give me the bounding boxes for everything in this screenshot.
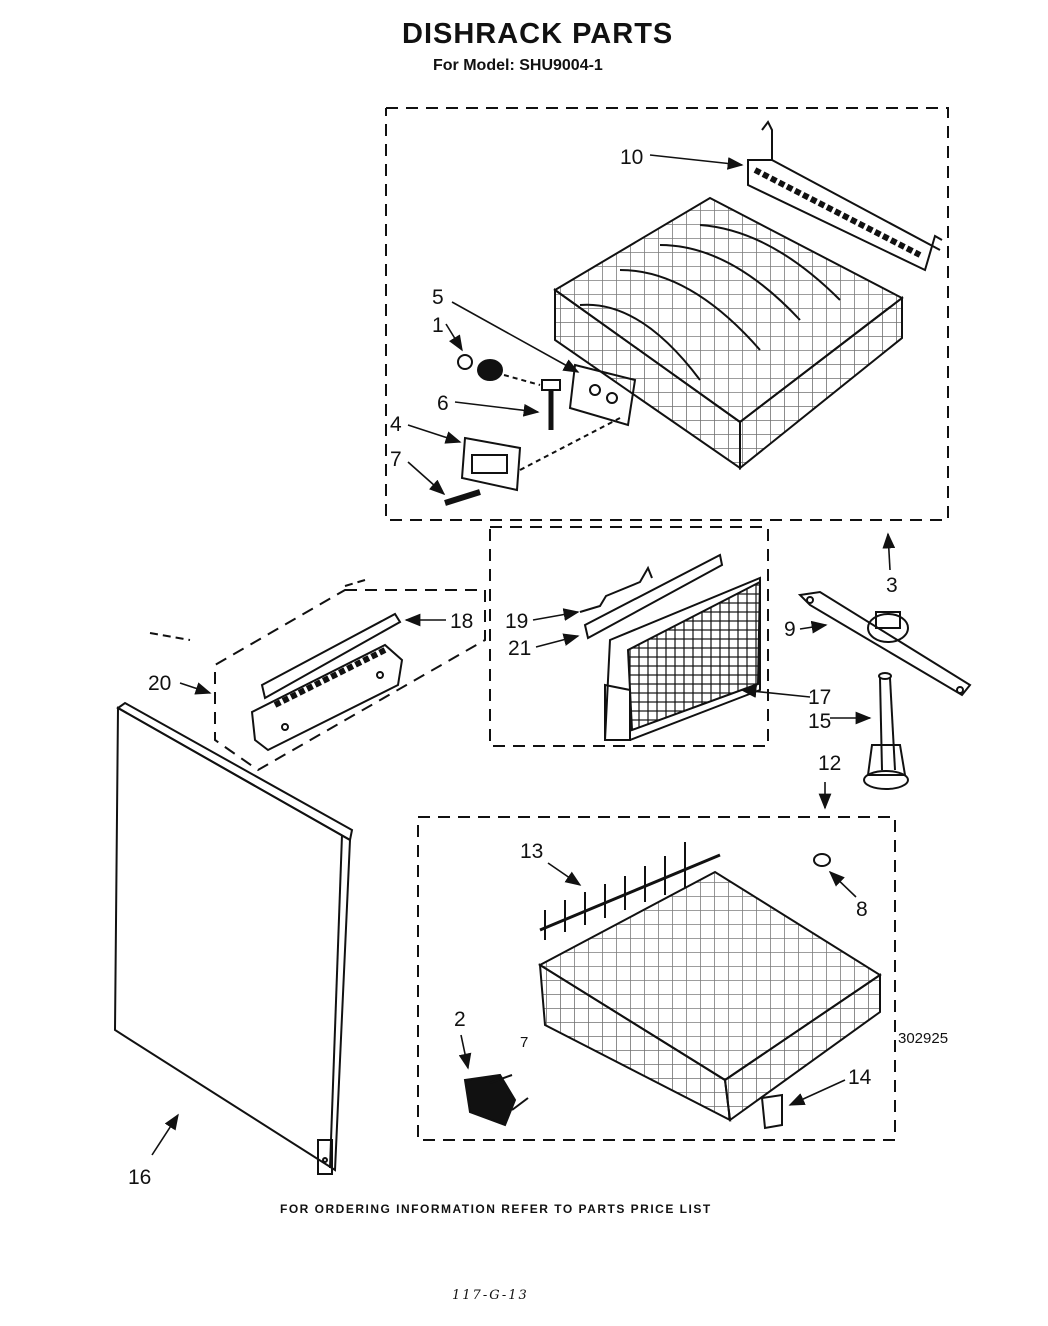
callout-5: 5: [432, 286, 444, 309]
lower-rack-small-parts: [463, 853, 831, 1130]
callout-3: 3: [886, 574, 898, 597]
page-title: DISHRACK PARTS: [402, 18, 674, 50]
callout-7: 7: [390, 448, 402, 471]
silverware-basket: [579, 553, 762, 741]
rack-rail-assembly: [149, 579, 404, 752]
rack-adjuster-hardware: [444, 354, 637, 506]
callout-18: 18: [450, 610, 473, 633]
callout-9: 9: [784, 618, 796, 641]
rail-group-box: [214, 589, 486, 772]
callout-19: 19: [505, 610, 528, 633]
ordering-info-note: FOR ORDERING INFORMATION REFER TO PARTS …: [280, 1202, 712, 1216]
callout-2: 2: [454, 1008, 466, 1031]
spray-tube: [863, 672, 909, 790]
callout-14: 14: [848, 1066, 872, 1089]
handwritten-note: 117-G-13: [452, 1288, 529, 1303]
callout-13: 13: [520, 840, 543, 863]
callout-10: 10: [620, 146, 643, 169]
cup-shelf-part-10: [747, 120, 943, 272]
callout-16: 16: [128, 1166, 151, 1189]
callout-17: 17: [808, 686, 831, 709]
lower-dishrack: [537, 842, 882, 1122]
model-subtitle: For Model: SHU9004-1: [433, 57, 603, 74]
callout-15: 15: [808, 710, 831, 733]
callout-21: 21: [508, 637, 531, 660]
callout-4: 4: [390, 413, 402, 436]
spray-arm: [797, 590, 972, 697]
door-panel: [113, 701, 354, 1175]
callout-20: 20: [148, 672, 171, 695]
callout-12: 12: [818, 752, 841, 775]
document-number: 302925: [898, 1030, 949, 1047]
callout-8: 8: [856, 898, 868, 921]
upper-dishrack: [553, 196, 904, 471]
silverware-basket-group-box: [489, 526, 769, 747]
leader-lines: [151, 154, 896, 1156]
page-number: 7: [520, 1034, 529, 1051]
callout-1: 1: [432, 314, 444, 337]
lower-rack-group-box: [417, 816, 896, 1141]
callout-6: 6: [437, 392, 449, 415]
